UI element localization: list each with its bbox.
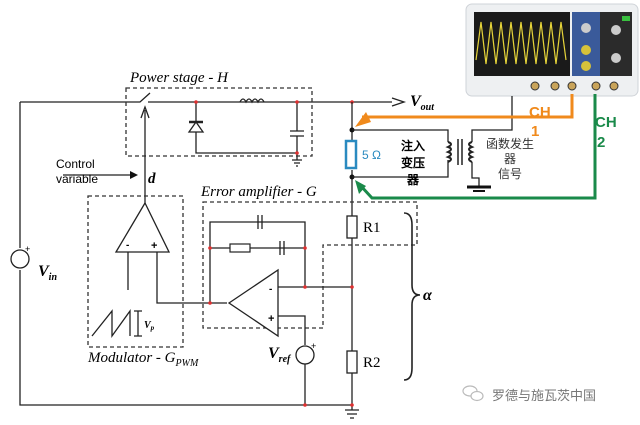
opamp-icon	[227, 268, 279, 338]
resistor-5ohm-label: 5 Ω	[362, 148, 381, 162]
r1-resistor	[346, 215, 358, 239]
vin-plus: +	[25, 244, 30, 254]
ch2-connector	[591, 81, 601, 91]
r2-resistor	[346, 350, 358, 374]
scope-connectors	[530, 81, 619, 91]
vref-label: Vref	[268, 345, 292, 365]
watermark-text: 罗德与施瓦茨中国	[492, 388, 596, 403]
duty-label: d	[148, 171, 156, 187]
diode-icon	[187, 120, 205, 133]
ch1-probe-wire	[362, 94, 574, 119]
modulator-label: Modulator - GPWM	[87, 350, 199, 369]
vout-arrow-icon	[391, 97, 407, 107]
ch1-label-2: 1	[531, 123, 539, 140]
opamp-minus: -	[269, 284, 272, 295]
vout-label: Vout	[410, 93, 435, 113]
ground-icon	[345, 409, 359, 419]
comparator-icon	[114, 201, 171, 253]
vin-label: Vin	[38, 263, 57, 283]
ch2-label-1: CH	[595, 114, 617, 131]
injection-transformer-label-1: 注入	[401, 138, 425, 153]
alpha-brace	[403, 212, 421, 381]
wechat-icon	[462, 385, 484, 402]
capacitor-icon	[290, 102, 304, 160]
error-amplifier-box	[202, 201, 418, 329]
ch2-probe-wire	[358, 94, 597, 200]
ch1-arrow-icon	[355, 112, 371, 127]
comparator-plus: +	[151, 240, 157, 252]
comparator-minus: -	[126, 240, 129, 251]
vp-label: Vp	[144, 320, 155, 332]
r2-label: R2	[363, 355, 381, 371]
control-variable-label-1: Control	[56, 157, 95, 171]
injection-resistor-5ohm	[344, 139, 358, 170]
power-stage-label: Power stage - H	[129, 70, 229, 86]
transformer-icon	[445, 139, 475, 165]
vref-plus: +	[311, 341, 316, 351]
ch1-connector	[567, 81, 577, 91]
ch2-arrow-icon	[355, 180, 366, 194]
power-stage-box	[125, 87, 313, 157]
error-amplifier-label: Error amplifier - G	[200, 184, 317, 200]
function-generator-label-2: 器	[504, 152, 516, 166]
switch-icon	[133, 92, 151, 103]
modulator-box	[87, 195, 184, 348]
scope-control-panel-dark	[600, 12, 632, 76]
inductor-icon	[239, 98, 265, 104]
alpha-label: α	[423, 287, 433, 304]
function-generator-label-1: 函数发生	[486, 136, 534, 151]
ch2-label-2: 2	[597, 134, 605, 151]
opamp-plus: +	[268, 313, 274, 325]
injection-transformer-label-2: 变压	[401, 155, 425, 170]
scope-waveform	[475, 21, 567, 65]
control-variable-label-2: variable	[56, 172, 98, 186]
oscilloscope	[465, 3, 639, 97]
r1-label: R1	[363, 220, 381, 236]
ch1-label-1: CH	[529, 104, 551, 121]
control-arrow-icon	[130, 171, 138, 179]
ground-icon	[292, 159, 302, 167]
sawtooth-icon	[91, 308, 131, 339]
injection-transformer-label-3: 器	[406, 173, 420, 187]
vin-source-icon	[10, 249, 30, 269]
function-generator-label-3: 信号	[498, 167, 522, 181]
